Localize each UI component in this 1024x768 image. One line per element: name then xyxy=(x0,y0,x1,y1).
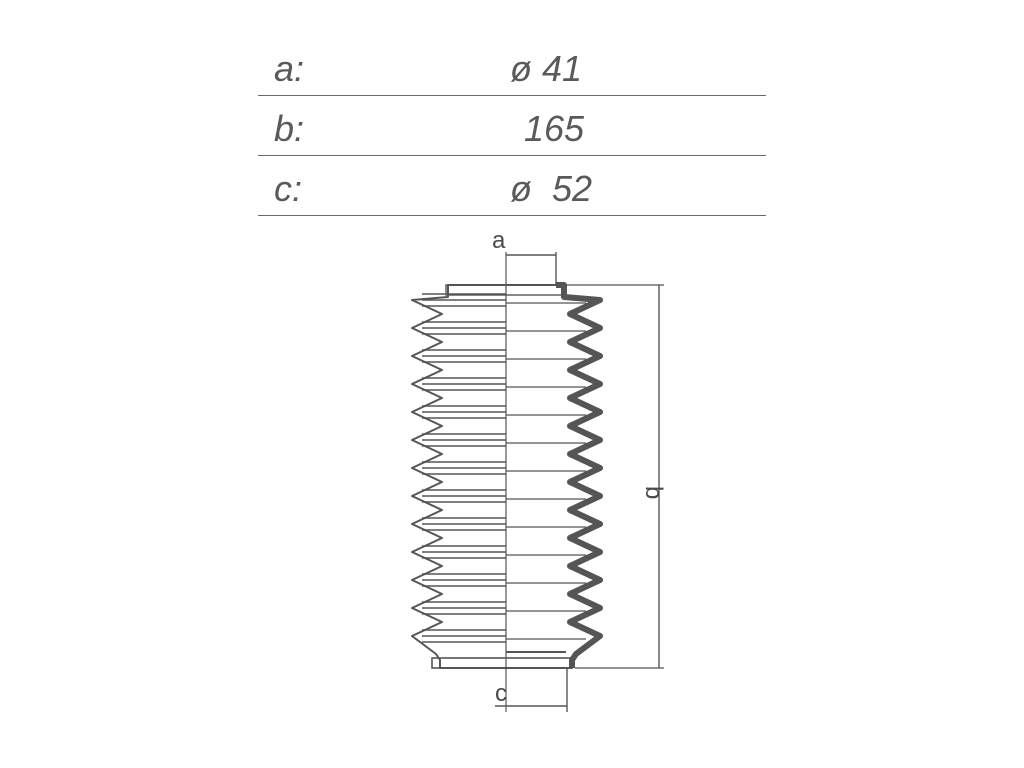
spec-label-a: a: xyxy=(274,48,305,89)
spec-value-a: ø 41 xyxy=(510,48,583,89)
spec-label-b: b: xyxy=(274,108,305,149)
spec-table: a: ø 41 b: 165 c: ø 52 xyxy=(258,36,766,216)
dimension-lines xyxy=(495,252,664,712)
bellows-ribs xyxy=(422,284,586,669)
spec-value-b: 165 xyxy=(524,108,585,149)
spec-value-c: ø 52 xyxy=(510,168,593,209)
bellows-wall xyxy=(556,282,603,668)
dimension-label-a: a xyxy=(492,227,506,254)
spec-row-b: b: 165 xyxy=(258,96,766,156)
top-collar xyxy=(445,284,565,296)
bottom-collar xyxy=(431,657,573,669)
spec-row-c: c: ø 52 xyxy=(258,156,766,216)
spec-row-a: a: ø 41 xyxy=(258,36,766,96)
dimension-label-c: c xyxy=(495,680,507,707)
spec-label-c: c: xyxy=(274,168,303,209)
dimension-label-b: b xyxy=(640,486,667,499)
